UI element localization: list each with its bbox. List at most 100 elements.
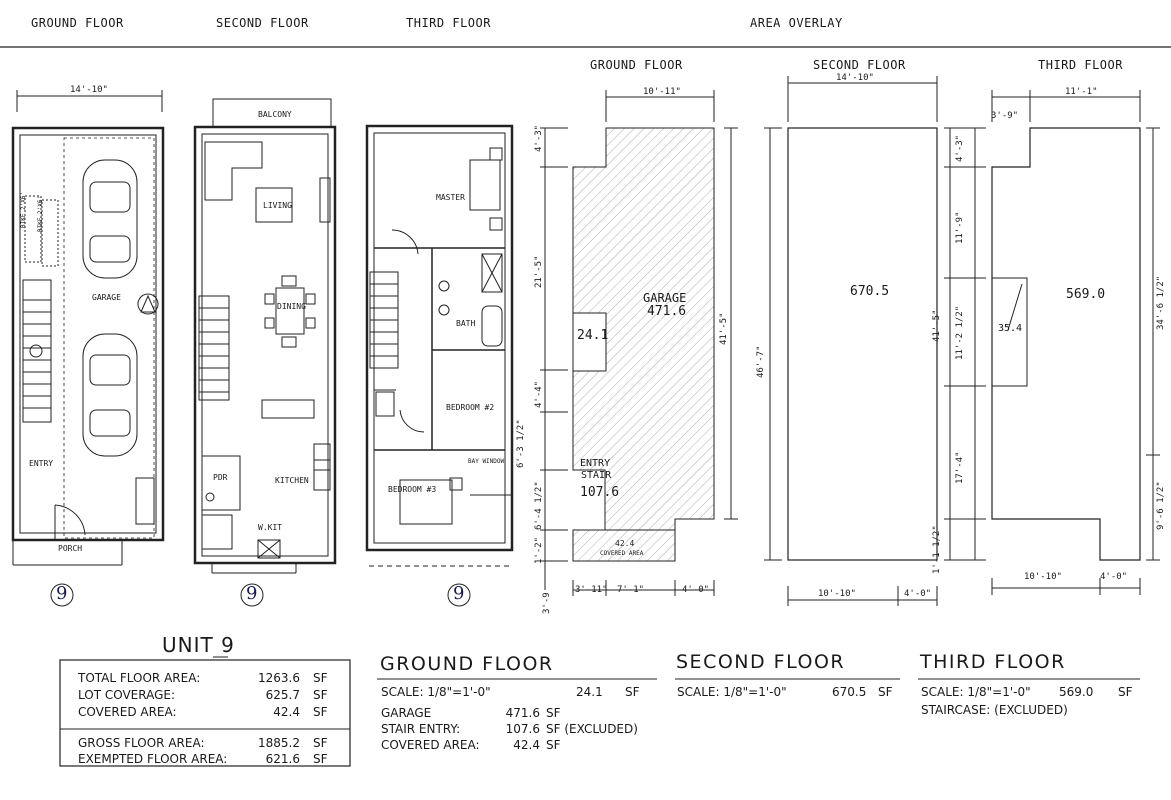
room-label-living: LIVING bbox=[263, 201, 292, 210]
ground-summary-scale: SCALE: 1/8"=1'-0" bbox=[381, 685, 491, 699]
bike-label-2: BIKE 2'X6' bbox=[37, 195, 44, 232]
overlay-third-outline bbox=[944, 90, 1160, 595]
ground-summary-covered-label: COVERED AREA: bbox=[381, 738, 480, 752]
overlay-ground-dim-left-1: 4'-3" bbox=[534, 124, 544, 152]
overlay-third-top-dim-1: 3'-9" bbox=[991, 111, 1019, 121]
unit-number-ground: 9 bbox=[56, 583, 68, 604]
room-label-bedroom-2: BEDROOM #2 bbox=[446, 403, 495, 412]
ground-summary-garage-unit: SF bbox=[546, 706, 561, 720]
ground-width-dimension: 14'-10" bbox=[70, 85, 108, 95]
room-label-porch: PORCH bbox=[58, 544, 83, 553]
total-floor-area-unit: SF bbox=[313, 671, 328, 685]
exempted-floor-area-value: 621.6 bbox=[265, 752, 300, 766]
third-summary-title: THIRD FLOOR bbox=[920, 651, 1066, 673]
ground-summary-stair-unit: SF (EXCLUDED) bbox=[546, 722, 638, 736]
room-label-wkit: W.KIT bbox=[258, 523, 283, 532]
overlay-entry-label: ENTRY bbox=[580, 458, 611, 469]
room-label-pdr: PDR bbox=[213, 473, 228, 482]
overlay-ground-dim-left-2: 21'-5" bbox=[534, 255, 544, 288]
room-label-entry: ENTRY bbox=[29, 459, 54, 468]
header-area-overlay: AREA OVERLAY bbox=[750, 16, 843, 30]
overlay-ground-dim-bottom-3: 4'-0" bbox=[682, 585, 710, 595]
second-summary-scale: SCALE: 1/8"=1'-0" bbox=[677, 685, 787, 699]
third-summary-staircase: STAIRCASE: (EXCLUDED) bbox=[921, 703, 1068, 717]
ground-summary-garage-value: 471.6 bbox=[505, 706, 540, 720]
ground-summary-stair-label: STAIR ENTRY: bbox=[381, 722, 461, 736]
overlay-second-top-dimension: 14'-10" bbox=[836, 73, 874, 83]
overlay-third-small-area: 35.4 bbox=[998, 323, 1023, 334]
gross-floor-area-value: 1885.2 bbox=[258, 736, 300, 750]
overlay-third-dim-left-4: 11'-2 1/2" bbox=[955, 305, 965, 360]
overlay-ground-dim-bottom-2: 7'-1" bbox=[617, 585, 645, 595]
overlay-third-dim-bottom-1: 10'-10" bbox=[1024, 572, 1062, 582]
third-summary-value: 569.0 bbox=[1059, 685, 1094, 699]
overlay-third-title: THIRD FLOOR bbox=[1038, 58, 1123, 72]
overlay-covered-area-value: 42.4 bbox=[615, 539, 635, 548]
third-floor-plan bbox=[365, 124, 514, 607]
overlay-second-area: 670.5 bbox=[850, 284, 890, 299]
overlay-second-dim-left: 46'-7" bbox=[756, 345, 766, 378]
room-label-garage: GARAGE bbox=[92, 293, 121, 302]
exempted-floor-area-label: EXEMPTED FLOOR AREA: bbox=[78, 752, 228, 766]
unit-number-third: 9 bbox=[453, 583, 465, 604]
ground-summary-covered-value: 42.4 bbox=[513, 738, 540, 752]
ground-summary-scale-value: 24.1 bbox=[576, 685, 603, 699]
second-summary-value: 670.5 bbox=[832, 685, 867, 699]
overlay-second-outline bbox=[764, 76, 938, 606]
overlay-third-dim-right-1: 34'-6 1/2" bbox=[1156, 275, 1166, 330]
header-second-floor: SECOND FLOOR bbox=[216, 16, 309, 30]
room-label-dining: DINING bbox=[277, 302, 306, 311]
covered-area-label: COVERED AREA: bbox=[78, 705, 177, 719]
overlay-stair-label: STAIR bbox=[581, 470, 612, 481]
second-summary-title: SECOND FLOOR bbox=[676, 651, 846, 673]
ground-floor-plan bbox=[11, 90, 165, 607]
overlay-third-top-dim-2: 11'-1" bbox=[1065, 87, 1098, 97]
overlay-second-title: SECOND FLOOR bbox=[813, 58, 906, 72]
second-floor-plan bbox=[193, 98, 337, 607]
header-third-floor: THIRD FLOOR bbox=[406, 16, 491, 30]
overlay-ground-outline bbox=[540, 90, 738, 596]
room-label-balcony: BALCONY bbox=[258, 110, 292, 119]
bike-label-1: BIKE 2'X6' bbox=[20, 191, 27, 228]
exempted-floor-area-unit: SF bbox=[313, 752, 328, 766]
room-label-bedroom-3: BEDROOM #3 bbox=[388, 485, 437, 494]
overlay-small-area: 24.1 bbox=[577, 328, 609, 343]
gross-floor-area-label: GROSS FLOOR AREA: bbox=[78, 736, 205, 750]
overlay-third-dim-left-2: 11'-9" bbox=[955, 211, 965, 244]
gross-floor-area-unit: SF bbox=[313, 736, 328, 750]
ground-summary-garage-label: GARAGE bbox=[381, 706, 432, 720]
third-summary-unit: SF bbox=[1118, 685, 1133, 699]
room-label-master: MASTER bbox=[436, 193, 465, 202]
ground-summary-stair-value: 107.6 bbox=[505, 722, 540, 736]
lot-coverage-value: 625.7 bbox=[265, 688, 300, 702]
overlay-third-dim-left-3: 41'-5" bbox=[932, 309, 942, 342]
overlay-garage-label: GARAGE bbox=[643, 291, 687, 305]
overlay-third-dim-left-6: 1'-1 1/2" bbox=[932, 525, 942, 574]
overlay-ground-dim-left-7: 3'-9 bbox=[542, 592, 552, 614]
unit-summary-title: UNIT 9 bbox=[162, 633, 235, 657]
ground-summary-title: GROUND FLOOR bbox=[380, 653, 554, 675]
unit-number-second: 9 bbox=[246, 583, 258, 604]
room-label-bay-window: BAY WINDOW bbox=[468, 458, 505, 465]
overlay-third-dim-right-2: 9'-6 1/2" bbox=[1156, 481, 1166, 530]
second-summary-unit: SF bbox=[878, 685, 893, 699]
overlay-ground-dim-bottom-1: 3'-11" bbox=[575, 585, 608, 595]
covered-area-value: 42.4 bbox=[273, 705, 300, 719]
header-ground-floor: GROUND FLOOR bbox=[31, 16, 124, 30]
room-label-bath: BATH bbox=[456, 319, 476, 328]
overlay-second-dim-bottom-1: 10'-10" bbox=[818, 589, 856, 599]
overlay-ground-dim-left-5: 6'-4 1/2" bbox=[534, 481, 544, 530]
lot-coverage-unit: SF bbox=[313, 688, 328, 702]
lot-coverage-label: LOT COVERAGE: bbox=[78, 688, 176, 702]
ground-summary-covered-unit: SF bbox=[546, 738, 561, 752]
overlay-ground-dim-left-3: 4'-4" bbox=[534, 380, 544, 408]
overlay-third-dim-left-5: 17'-4" bbox=[955, 451, 965, 484]
covered-area-unit: SF bbox=[313, 705, 328, 719]
overlay-ground-dim-left-6: 1'-2" bbox=[534, 536, 544, 564]
overlay-ground-top-dimension: 10'-11" bbox=[643, 87, 681, 97]
overlay-covered-area-label: COVERED AREA bbox=[600, 550, 644, 557]
total-floor-area-label: TOTAL FLOOR AREA: bbox=[78, 671, 201, 685]
overlay-second-dim-bottom-2: 4'-0" bbox=[904, 589, 932, 599]
overlay-garage-area: 471.6 bbox=[647, 304, 687, 319]
